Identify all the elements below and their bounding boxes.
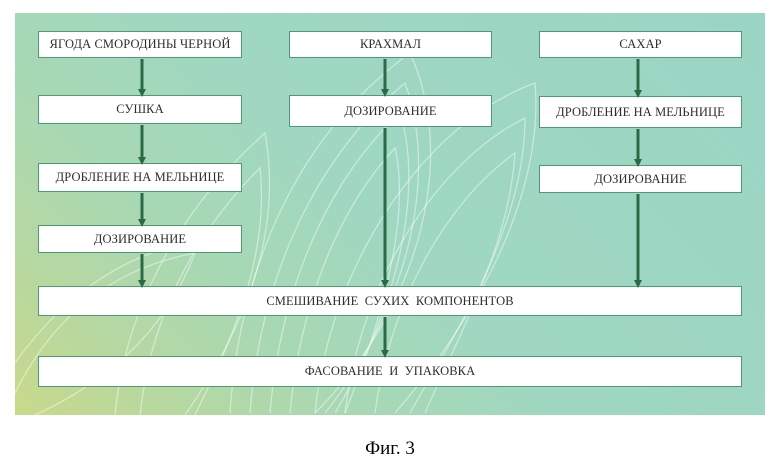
flow-arrows <box>15 13 765 415</box>
figure-caption: Фиг. 3 <box>0 438 780 460</box>
diagram-panel: ЯГОДА СМОРОДИНЫ ЧЕРНОЙ СУШКА ДРОБЛЕНИЕ Н… <box>15 13 765 415</box>
